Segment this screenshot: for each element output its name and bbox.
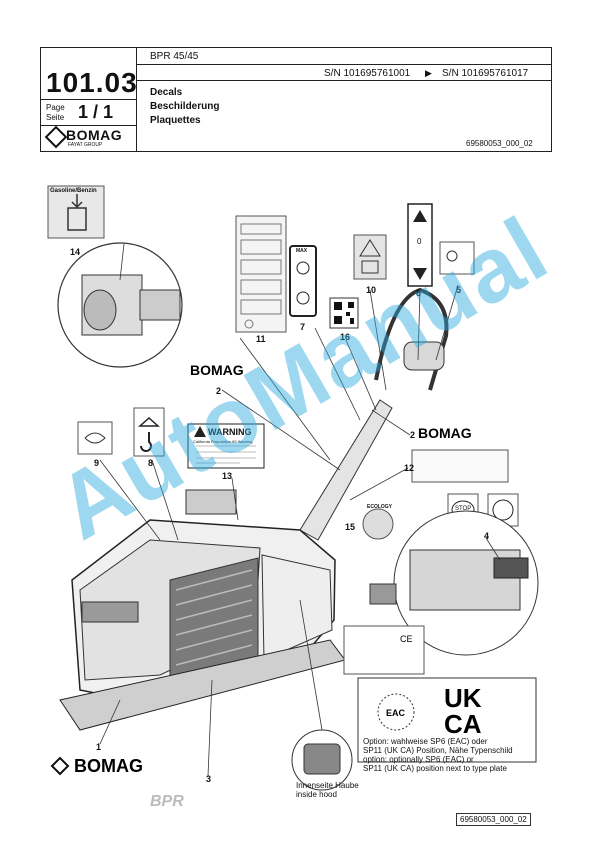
guide-bar	[299, 399, 393, 541]
callout-14: 14	[70, 247, 81, 257]
title-fr: Plaquettes	[150, 115, 201, 126]
turtle-icon	[296, 261, 310, 275]
inside-hood-de: Innenseite Haube	[296, 781, 359, 790]
model-name: BPR 45/45	[150, 51, 199, 62]
callout-3: 3	[206, 774, 212, 784]
ecology-label: ECOLOGY	[367, 504, 393, 510]
callout-2: 2	[216, 386, 222, 396]
bomag-logo-text: BOMAG	[66, 127, 123, 143]
header-rule	[40, 99, 136, 100]
ukca-bottom: CA	[444, 709, 482, 739]
hook-icon	[140, 432, 152, 452]
title-en: Decals	[150, 87, 183, 98]
doc-number: 101.03	[46, 67, 138, 98]
operation-decal	[411, 449, 509, 483]
header-rule	[40, 125, 136, 126]
page-label-de: Seite	[46, 113, 65, 122]
option-en: option: optionally SP6 (EAC) or	[363, 755, 474, 764]
bomag-decal-2: BOMAG	[418, 425, 472, 441]
inside-hood-en: inside hood	[296, 790, 337, 799]
max-label: MAX	[296, 248, 308, 254]
sp-position	[369, 583, 397, 605]
option-box	[357, 677, 537, 763]
callout-15: 15	[345, 522, 356, 532]
header-rule	[136, 64, 552, 65]
throttle-icon	[492, 499, 514, 521]
page-label: Page	[46, 103, 65, 112]
callout-5: 5	[456, 285, 462, 295]
bomag-decal-1: BOMAG	[74, 756, 143, 776]
option-de-2: SP11 (UK CA) Position, Nähe Typenschild	[363, 746, 513, 755]
title-de: Beschilderung	[150, 101, 220, 112]
down-arrow-icon	[71, 194, 83, 209]
ref-code: 69580053_000_02	[466, 139, 533, 148]
bomag-decal-1: BOMAG	[190, 362, 244, 378]
callout-16: 16	[340, 332, 351, 342]
eac-seal	[377, 693, 415, 731]
callout-1: 1	[96, 742, 102, 752]
type-plate	[343, 625, 425, 675]
callout-4: 4	[484, 531, 490, 541]
side-panel	[261, 554, 333, 661]
warning-icon	[194, 426, 206, 437]
qr-code-icon	[334, 302, 354, 324]
page-value: 1 / 1	[78, 102, 114, 122]
ecology-decal	[362, 508, 394, 540]
direction-gauge-decal	[407, 203, 433, 287]
warning-text-lines	[196, 445, 256, 464]
control-decal-icons	[240, 223, 282, 329]
ear-icon	[446, 250, 458, 262]
gauge-zero: 0	[417, 237, 422, 246]
decal-illustration: BOMAG BOMAG CE EAC UK CA	[47, 185, 539, 810]
stop-switch	[493, 557, 529, 579]
callout-8: 8	[148, 458, 154, 468]
ukca-top: UK	[444, 683, 482, 713]
callout-12: 12	[404, 463, 415, 473]
model-decal: BPR	[150, 793, 184, 810]
warning-sub: California Proposition 65 Warning	[193, 439, 253, 444]
lifting-arrow-icon	[138, 416, 160, 427]
warning-title: WARNING	[208, 427, 252, 437]
engine-tank	[139, 289, 181, 321]
lifting-decal	[133, 407, 165, 457]
callout-6: 6	[416, 288, 422, 298]
serial-from: S/N 101695761001	[324, 68, 411, 79]
callout-9: 9	[94, 458, 100, 468]
callout-10: 10	[366, 285, 377, 295]
bomag-logo-sub: FAYAT GROUP	[68, 142, 103, 148]
rabbit-icon	[296, 291, 310, 305]
header-divider	[136, 47, 137, 152]
callout-7: 7	[300, 322, 306, 332]
bomag-side-decal	[81, 601, 139, 623]
stop-label: STOP	[455, 506, 472, 512]
option-en-2: SP11 (UK CA) position next to type plate	[363, 764, 507, 773]
bomag-logo-icon	[50, 756, 70, 776]
leader-lines	[99, 243, 501, 777]
top-cover	[185, 489, 237, 515]
eac-text: EAC	[386, 708, 406, 718]
fuel-label: Gasoline/Benzin	[50, 188, 97, 194]
option-de: Option: wahlweise SP6 (EAC) oder	[363, 737, 488, 746]
callout-13: 13	[222, 471, 233, 481]
handle-grip	[403, 341, 445, 371]
arrow-icon: ▶	[425, 68, 432, 78]
speed-decal	[289, 245, 317, 317]
book-icon	[361, 260, 379, 274]
spring-icon	[84, 432, 106, 444]
header-block: 101.03 Page Seite 1 / 1 BOMAG FAYAT GROU…	[40, 47, 552, 152]
ce-mark: CE	[400, 634, 413, 644]
header-rule	[136, 80, 552, 81]
serial-to: S/N 101695761017	[442, 68, 529, 79]
engine-rotor	[83, 289, 117, 331]
callout-2b: 2	[410, 430, 416, 440]
warning-triangle-icon	[359, 239, 381, 257]
spring-decal	[77, 421, 113, 455]
footer-ref: 69580053_000_02	[456, 813, 531, 826]
inside-hood-decal	[303, 743, 341, 775]
manual-decal	[353, 234, 387, 280]
callout-11: 11	[256, 334, 266, 344]
